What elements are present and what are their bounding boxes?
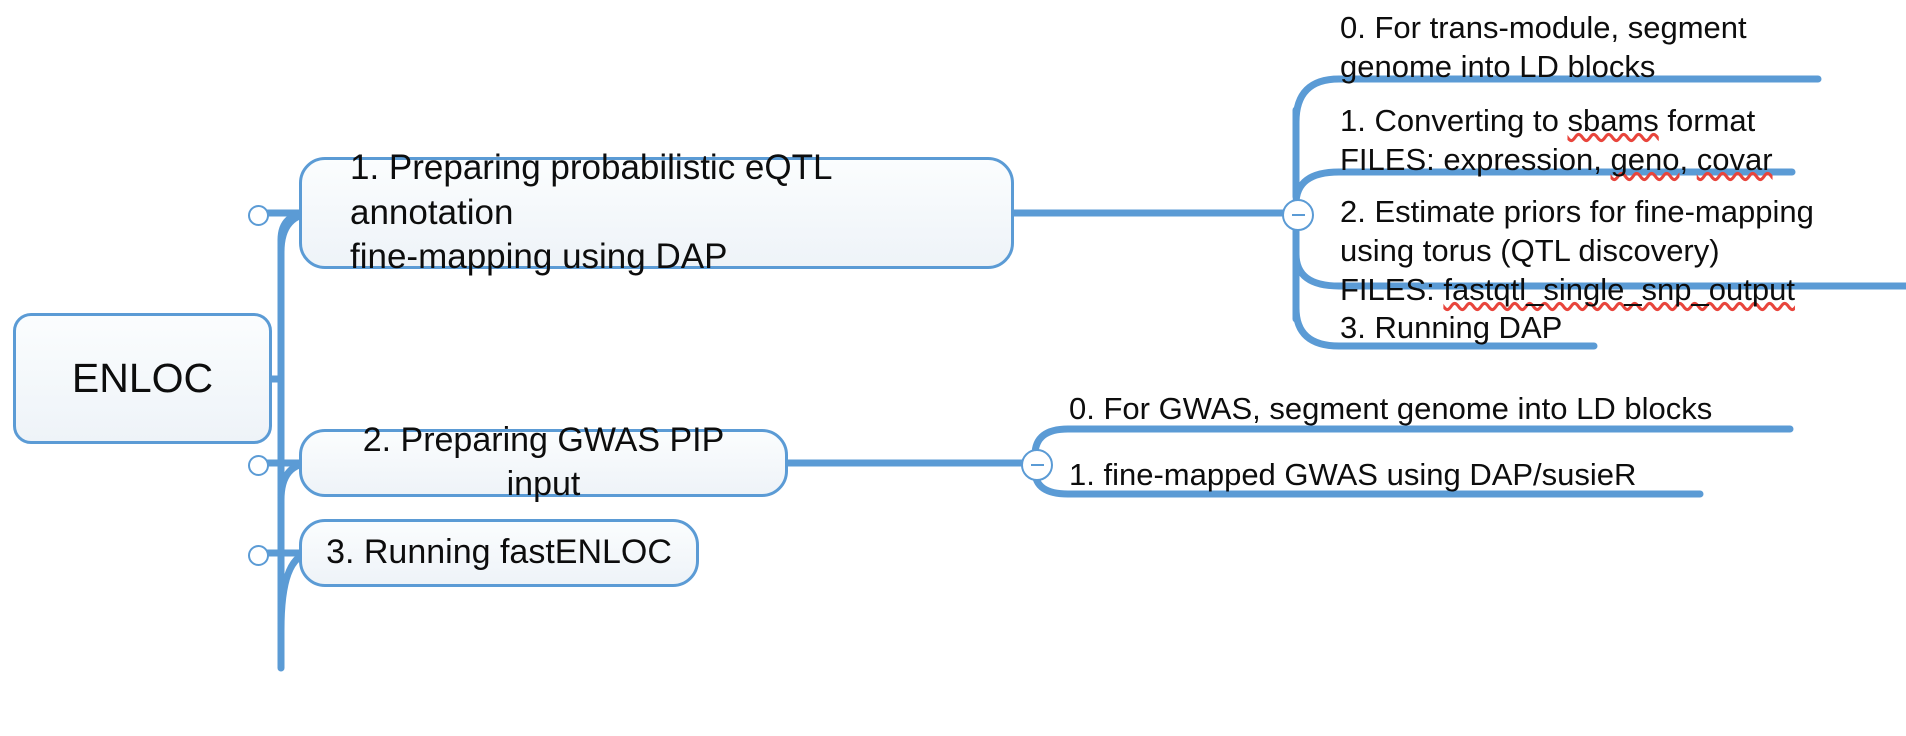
leaf-topic-1-1-misspelled-covar: covar [1696, 142, 1773, 178]
leaf-topic-1-1-line2-mid: , [1679, 142, 1697, 178]
branch-dot-2[interactable] [248, 455, 269, 476]
minus-glyph [1291, 214, 1305, 216]
leaf-topic-2-0[interactable]: 0. For GWAS, segment genome into LD bloc… [1069, 389, 1809, 431]
leaf-topic-1-0-line1: 0. For trans-module, segment [1340, 10, 1747, 45]
leaf-topic-1-2-line2: using torus (QTL discovery) [1340, 233, 1720, 269]
leaf-topic-1-0-line2: genome into LD blocks [1340, 49, 1656, 85]
leaf-topic-1-1-line1-pre: 1. Converting to [1340, 103, 1568, 138]
minus-circle-icon-branch-1[interactable] [1282, 199, 1314, 231]
leaf-topic-1-1-misspelled-geno: geno [1610, 142, 1680, 178]
leaf-topic-1-1-line2-pre: FILES: expression, [1340, 142, 1611, 178]
leaf-topic-1-1-line1-post: format [1658, 103, 1756, 138]
branch-dot-3[interactable] [248, 545, 269, 566]
leaf-topic-2-1-line1: 1. fine-mapped GWAS using DAP/susieR [1069, 457, 1637, 492]
branch-node-3-label: 3. Running fastENLOC [326, 533, 672, 572]
minus-circle-icon-branch-2[interactable] [1021, 449, 1053, 481]
branch-node-3[interactable]: 3. Running fastENLOC [299, 519, 699, 587]
leaf-line-2-0 [1031, 425, 1794, 459]
leaf-topic-2-0-line1: 0. For GWAS, segment genome into LD bloc… [1069, 391, 1713, 426]
branch-node-2[interactable]: 2. Preparing GWAS PIP input [299, 421, 788, 503]
branch-dot-1[interactable] [248, 205, 269, 226]
leaf-topic-1-3-line1: 3. Running DAP [1340, 310, 1563, 345]
leaf-topic-1-2[interactable]: 2. Estimate priors for fine-mapping using… [1340, 192, 1900, 312]
branch-node-2-label: 2. Preparing GWAS PIP input [362, 421, 725, 503]
leaf-topic-2-1[interactable]: 1. fine-mapped GWAS using DAP/susieR [1069, 455, 1769, 497]
branch-node-1-label: 1. Preparing probabilistic eQTL annotati… [350, 147, 832, 277]
leaf-topic-1-2-misspelled-fastqtl: fastqtl_single_snp_output [1443, 272, 1795, 308]
leaf-topic-1-0[interactable]: 0. For trans-module, segment genome into … [1340, 8, 1860, 89]
leaf-topic-1-2-line3-pre: FILES: [1340, 272, 1444, 308]
leaf-topic-1-1-misspelled-sbams: sbams [1567, 103, 1659, 138]
leaf-topic-1-2-line1: 2. Estimate priors for fine-mapping [1340, 194, 1814, 229]
branch-node-1[interactable]: 1. Preparing probabilistic eQTL annotati… [299, 148, 1014, 276]
minus-glyph [1030, 464, 1044, 466]
root-node-label: ENLOC [71, 355, 214, 402]
leaf-topic-1-3[interactable]: 3. Running DAP [1340, 308, 1740, 350]
root-node[interactable]: ENLOC [13, 313, 272, 444]
